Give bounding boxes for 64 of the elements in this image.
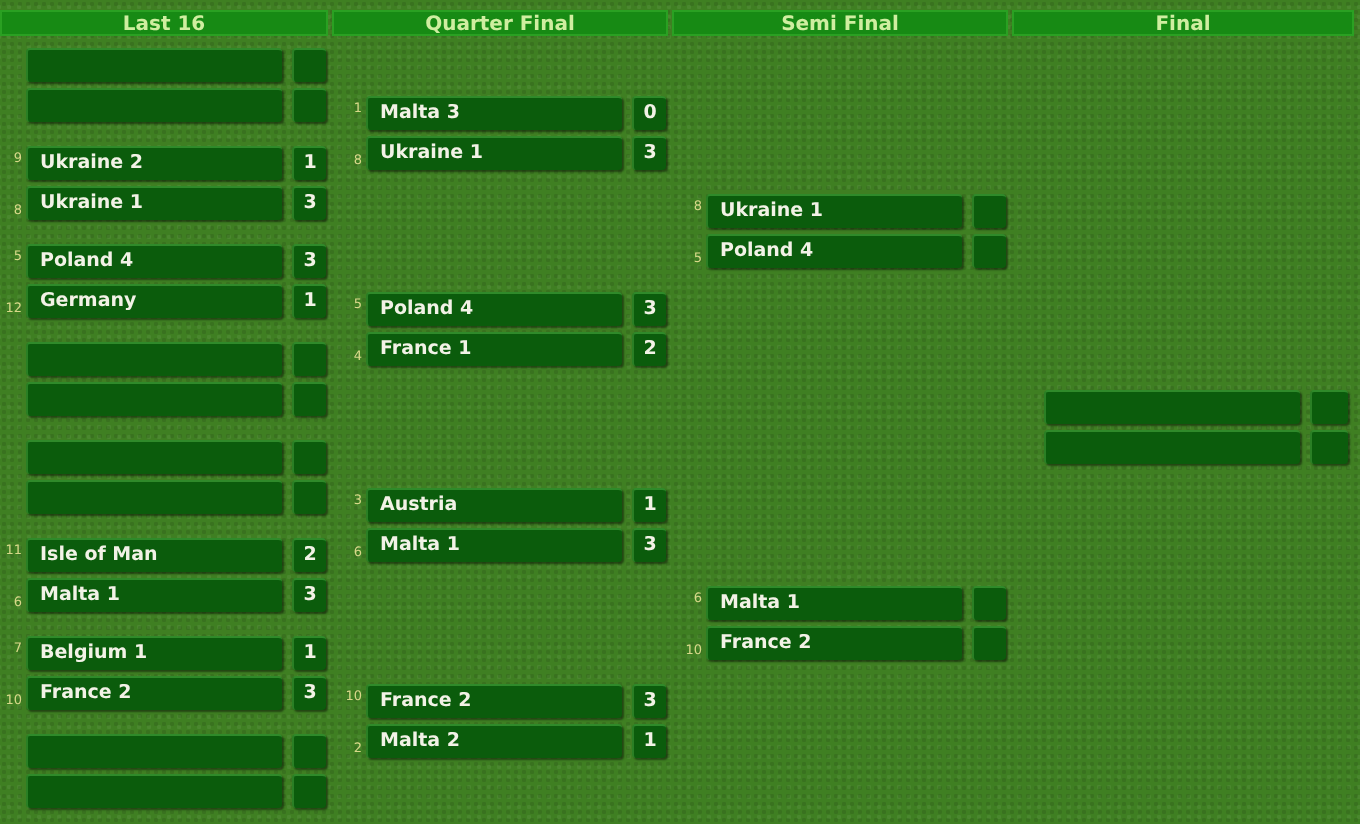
score-slot: 1 <box>292 636 326 670</box>
team-name-slot: France 2 <box>26 676 282 710</box>
score-slot: 2 <box>292 538 326 572</box>
score-slot: 3 <box>292 676 326 710</box>
team-name-slot: Malta 3 <box>366 96 622 130</box>
score-slot: 3 <box>632 292 666 326</box>
score-slot: 1 <box>632 724 666 758</box>
team-name-slot <box>26 88 282 122</box>
score-slot: 1 <box>292 284 326 318</box>
score-slot <box>292 734 326 768</box>
team-name-slot: Poland 4 <box>366 292 622 326</box>
score-slot: 1 <box>292 146 326 180</box>
score-slot <box>972 626 1006 660</box>
team-name-slot <box>1044 390 1300 424</box>
team-name-slot: Ukraine 1 <box>706 194 962 228</box>
team-name-slot: Malta 1 <box>706 586 962 620</box>
round-header: Quarter Final <box>332 10 668 36</box>
team-name-slot: Malta 1 <box>26 578 282 612</box>
score-slot <box>1310 430 1348 464</box>
team-name-slot: Belgium 1 <box>26 636 282 670</box>
score-slot: 0 <box>632 96 666 130</box>
score-slot: 3 <box>632 684 666 718</box>
team-name-slot: Poland 4 <box>706 234 962 268</box>
team-name-slot <box>26 382 282 416</box>
team-name-slot: Malta 1 <box>366 528 622 562</box>
score-slot <box>972 194 1006 228</box>
score-slot <box>292 342 326 376</box>
score-slot <box>292 440 326 474</box>
round-header: Semi Final <box>672 10 1008 36</box>
team-name-slot <box>26 734 282 768</box>
team-name-slot <box>26 342 282 376</box>
team-name-slot: France 2 <box>706 626 962 660</box>
team-name-slot: Malta 2 <box>366 724 622 758</box>
score-slot <box>292 774 326 808</box>
score-slot <box>972 586 1006 620</box>
team-name-slot: Poland 4 <box>26 244 282 278</box>
score-slot <box>292 480 326 514</box>
score-slot <box>292 48 326 82</box>
team-name-slot: Austria <box>366 488 622 522</box>
score-slot: 3 <box>292 186 326 220</box>
team-name-slot <box>1044 430 1300 464</box>
team-name-slot: Ukraine 1 <box>26 186 282 220</box>
team-name-slot <box>26 480 282 514</box>
score-slot: 2 <box>632 332 666 366</box>
team-name-slot: Isle of Man <box>26 538 282 572</box>
team-name-slot: Ukraine 1 <box>366 136 622 170</box>
score-slot <box>292 382 326 416</box>
score-slot: 3 <box>632 528 666 562</box>
team-name-slot: Ukraine 2 <box>26 146 282 180</box>
score-slot: 1 <box>632 488 666 522</box>
team-name-slot: France 1 <box>366 332 622 366</box>
team-name-slot: Germany <box>26 284 282 318</box>
score-slot <box>972 234 1006 268</box>
team-name-slot: France 2 <box>366 684 622 718</box>
score-slot: 3 <box>292 244 326 278</box>
team-name-slot <box>26 774 282 808</box>
team-name-slot <box>26 48 282 82</box>
score-slot <box>292 88 326 122</box>
score-slot: 3 <box>292 578 326 612</box>
round-header: Last 16 <box>0 10 328 36</box>
score-slot <box>1310 390 1348 424</box>
score-slot: 3 <box>632 136 666 170</box>
team-name-slot <box>26 440 282 474</box>
round-header: Final <box>1012 10 1354 36</box>
